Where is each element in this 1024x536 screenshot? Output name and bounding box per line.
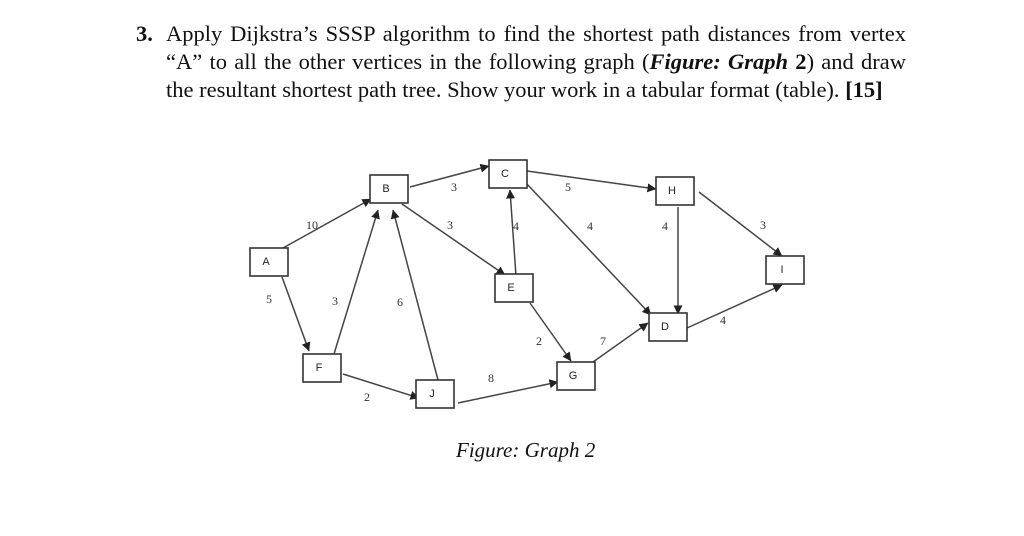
node-box [765, 255, 805, 285]
node-label: F [316, 362, 323, 374]
edge-weight-f-b: 3 [332, 294, 338, 308]
node-e: E [494, 273, 534, 303]
edge-b-c [409, 163, 490, 188]
edge-c-h [526, 170, 657, 193]
node-label: E [507, 282, 514, 294]
edge-c-d [525, 182, 652, 316]
node-i: I [765, 255, 805, 285]
edge-b-e [401, 203, 506, 276]
figure-reference-number: 2 [788, 49, 807, 74]
node-box [415, 379, 455, 409]
node-box [369, 174, 409, 204]
node-label: A [262, 256, 270, 268]
question-text: Apply Dijkstra’s SSSP algorithm to find … [166, 20, 906, 104]
node-label: J [429, 388, 435, 400]
edge-f-b [333, 209, 380, 355]
edge-weight-e-g: 2 [536, 334, 542, 348]
edge-weight-j-g: 8 [488, 371, 494, 385]
node-d: D [648, 312, 688, 342]
question-text-part1: Apply Dijkstra’s SSSP algorithm to find … [166, 21, 906, 74]
edge-weight-h-i: 3 [760, 218, 766, 232]
edge-weight-a-f: 5 [266, 292, 272, 306]
node-box [302, 353, 342, 383]
question-text-part2: ) and draw the resultant shortest path t… [166, 49, 907, 102]
edge-weight-h-d: 4 [662, 219, 668, 233]
node-label: G [569, 370, 578, 382]
node-label: C [501, 168, 509, 180]
edge-weight-d-i: 4 [720, 313, 726, 327]
node-b: B [369, 174, 409, 204]
edge-h-i [698, 191, 783, 257]
node-a: A [249, 247, 289, 277]
edge-d-i [686, 284, 783, 329]
edge-j-b [390, 209, 439, 381]
edge-weight-j-b: 6 [397, 295, 403, 309]
edge-weight-a-b: 10 [306, 218, 318, 232]
edge-e-g [529, 302, 572, 362]
edge-j-g [457, 379, 559, 404]
node-c: C [488, 159, 528, 189]
edge-weight-g-d: 7 [600, 334, 606, 348]
edge-weight-c-d: 4 [587, 219, 593, 233]
question-number: 3. [136, 21, 153, 46]
edge-a-f [281, 276, 311, 352]
question-block: 3. Apply Dijkstra’s SSSP algorithm to fi… [136, 20, 906, 104]
node-label: D [661, 321, 669, 333]
edge-weight-f-j: 2 [364, 390, 370, 404]
node-j: J [415, 379, 455, 409]
edge-weight-b-c: 3 [451, 180, 457, 194]
node-label: I [780, 264, 783, 276]
figure-reference: Figure: Graph [649, 49, 789, 74]
node-label: B [382, 183, 389, 195]
node-box [556, 361, 596, 391]
edge-weight-b-e: 3 [447, 218, 453, 232]
edge-f-j [342, 373, 420, 400]
node-box [655, 176, 695, 206]
marks-label: [15] [845, 77, 883, 102]
node-label: H [668, 185, 676, 197]
figure-caption: Figure: Graph 2 [456, 438, 596, 462]
node-box [488, 159, 528, 189]
edge-a-b [282, 198, 372, 249]
node-f: F [302, 353, 342, 383]
edge-e-c [506, 189, 517, 277]
node-h: H [655, 176, 695, 206]
edge-g-d [592, 322, 649, 363]
node-box [249, 247, 289, 277]
node-box [648, 312, 688, 342]
edge-weight-e-c: 4 [513, 219, 519, 233]
node-box [494, 273, 534, 303]
edge-weight-c-h: 5 [565, 180, 571, 194]
node-g: G [556, 361, 596, 391]
